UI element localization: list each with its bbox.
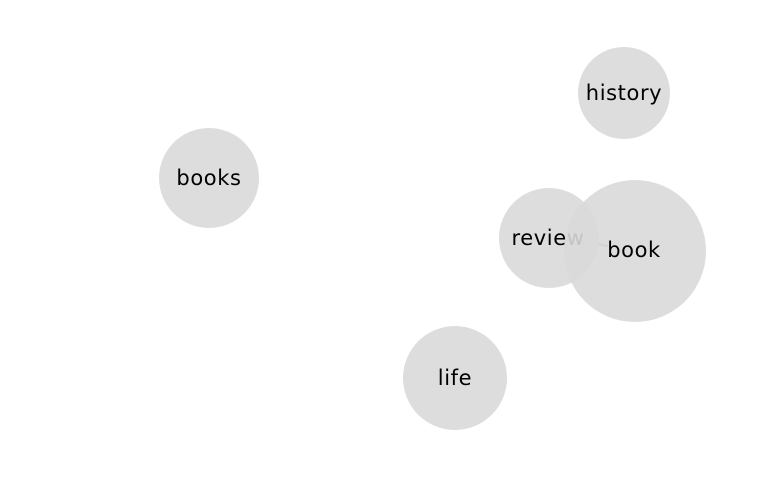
node-books[interactable]: books — [159, 128, 259, 228]
node-life-circle[interactable] — [403, 326, 507, 430]
node-history-circle[interactable] — [578, 47, 670, 139]
node-books-circle[interactable] — [159, 128, 259, 228]
node-book[interactable]: book — [564, 180, 706, 322]
node-life[interactable]: life — [403, 326, 507, 430]
node-history[interactable]: history — [578, 47, 670, 139]
nodes-layer: history books review book life — [159, 47, 706, 430]
node-book-circle[interactable] — [564, 180, 706, 322]
